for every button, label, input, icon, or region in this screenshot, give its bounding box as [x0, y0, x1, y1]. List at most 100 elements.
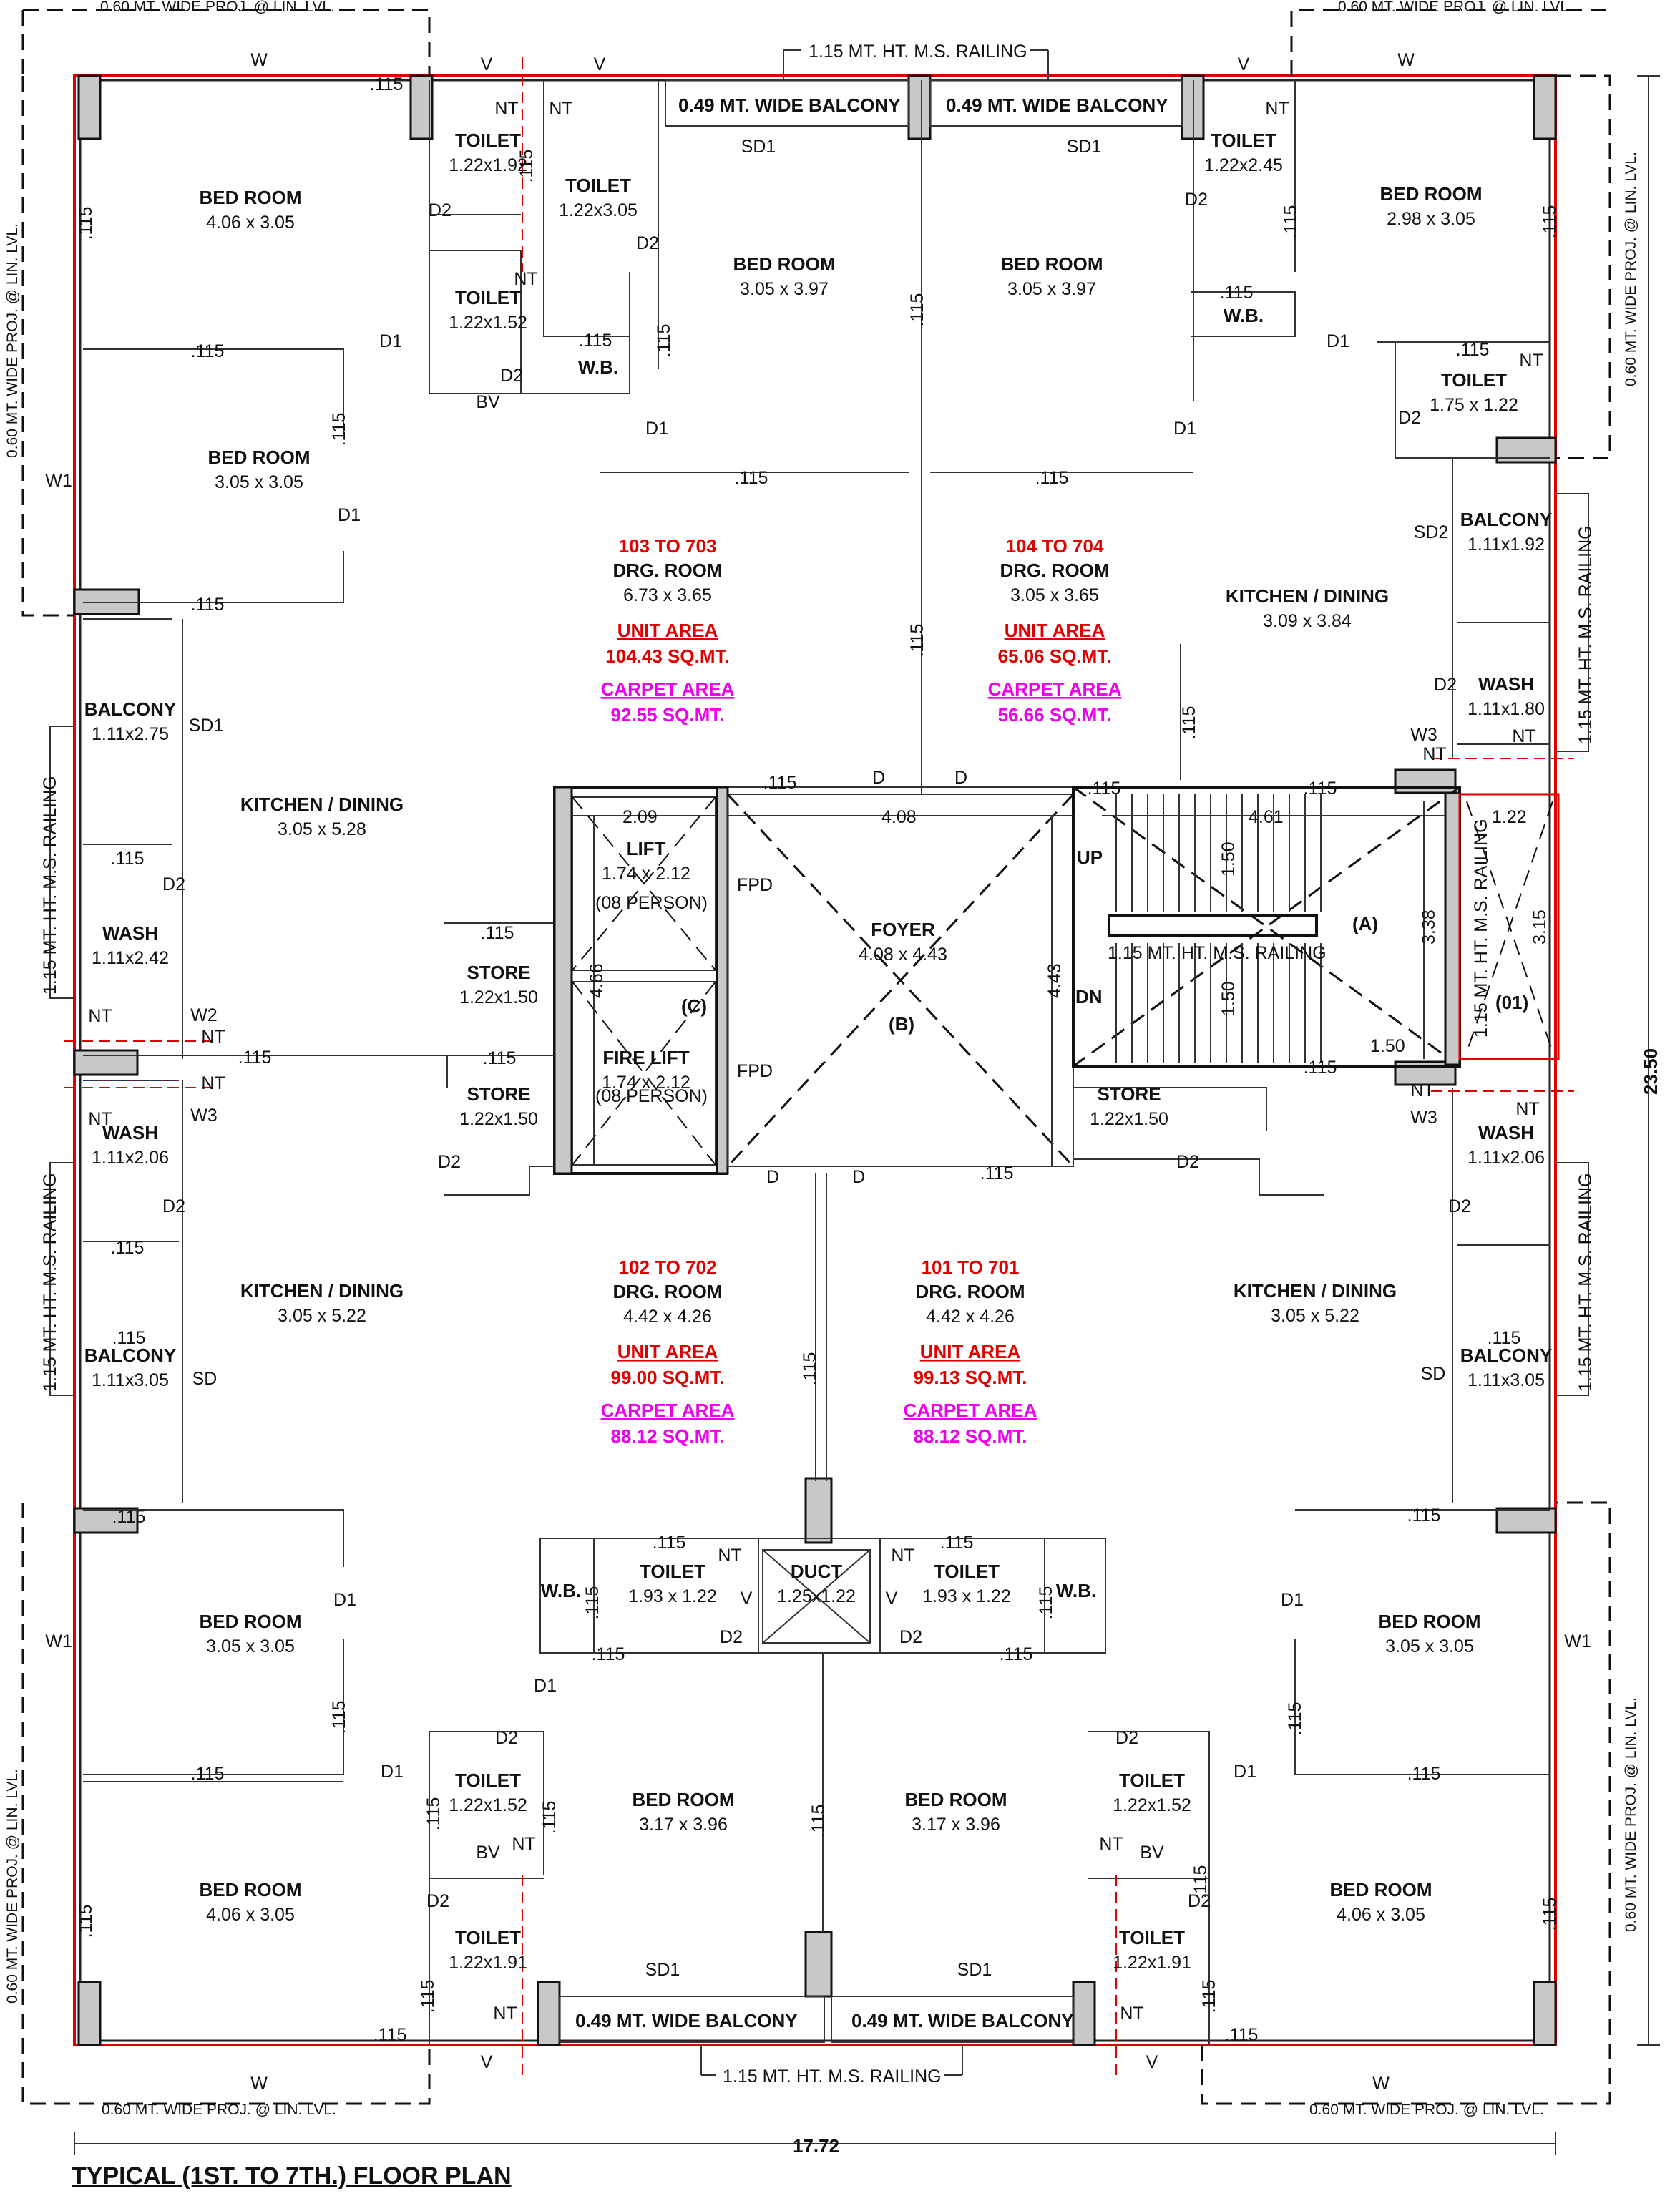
stair-dn: DN — [1075, 986, 1103, 1007]
tag-wall-vertical: .115 — [418, 1980, 438, 2014]
tag-wall-vertical: .115 — [809, 1805, 829, 1838]
tag-wall: .115 — [1407, 1764, 1441, 1784]
tag-w3: W3 — [190, 1106, 218, 1126]
tag-v: V — [1146, 2052, 1158, 2072]
tag-d2: D2 — [636, 233, 659, 253]
railing-left-2: 1.15 MT. HT. M.S. RAILING — [40, 1173, 60, 1392]
room-name: TOILET — [455, 1770, 521, 1791]
tag-wall: .115 — [481, 923, 514, 943]
tag-a: (A) — [1352, 913, 1378, 934]
tag-wall: .115 — [1407, 1505, 1441, 1526]
room-name: W.B. — [541, 1580, 581, 1601]
room-name: W.B. — [1056, 1580, 1096, 1601]
proj-note-bottom-left: 0.60 MT. WIDE PROJ. @ LIN. LVL. — [102, 2102, 336, 2118]
room-name: STORE — [467, 962, 530, 983]
tag-wall-vertical: .115 — [654, 324, 674, 358]
tag-d2: D2 — [1115, 1728, 1138, 1748]
tag-wall-vertical: .115 — [539, 1801, 560, 1835]
room-name: BALCONY — [1460, 509, 1553, 530]
balcony-049-top-left: 0.49 MT. WIDE BALCONY — [678, 94, 901, 116]
room-size: 3.05 x 3.97 — [740, 279, 829, 299]
tag-w3: W3 — [1410, 725, 1437, 745]
tag-d: D — [872, 768, 885, 788]
tag-nt: NT — [201, 1027, 225, 1047]
tag-wall: .115 — [980, 1163, 1014, 1184]
tag-wall-vertical: .115 — [76, 207, 96, 240]
tag-nt: NT — [891, 1546, 914, 1566]
dim-foyer-w: 4.08 — [881, 807, 917, 827]
dim-flight-1: 1.50 — [1219, 841, 1239, 877]
unit-area-label: UNIT AREA — [1005, 620, 1105, 641]
tag-v: V — [481, 2052, 493, 2072]
room-size: 1.22x1.52 — [1113, 1795, 1191, 1815]
tag-w1: W1 — [1564, 1631, 1591, 1651]
dim-lift-w: 2.09 — [622, 807, 658, 827]
tag-wall-vertical: .115 — [329, 1701, 349, 1734]
tag-sd: SD — [192, 1369, 218, 1389]
unit-area-value: 104.43 SQ.MT. — [605, 645, 729, 667]
room-size: 1.25x1.22 — [777, 1586, 856, 1606]
tag-d2: D2 — [438, 1152, 461, 1172]
tag-d2: D2 — [162, 1196, 185, 1216]
tag-wall: .115 — [1220, 283, 1254, 303]
room-size: 1.75 x 1.22 — [1430, 395, 1518, 415]
tag-wall: .115 — [1000, 1644, 1033, 1664]
room-name: BALCONY — [84, 698, 177, 720]
dim-void-h: 3.15 — [1530, 909, 1550, 945]
tag-wall: .115 — [1488, 1328, 1521, 1348]
void-railing: 1.15 MT. HT. M.S. RAILING — [1471, 819, 1491, 1038]
tag-nt: NT — [514, 269, 537, 289]
tag-nt: NT — [1422, 744, 1446, 764]
dim-lift-h: 4.66 — [587, 963, 607, 998]
tag-wall: .115 — [191, 1764, 225, 1784]
room-size: 1.22x1.52 — [449, 313, 527, 333]
tag-d1: D1 — [1281, 1590, 1304, 1610]
room-size: 1.22x1.50 — [459, 1109, 538, 1129]
tag-d1: D1 — [379, 331, 402, 351]
service-lines — [64, 57, 1574, 2075]
tag-d2: D2 — [429, 200, 451, 220]
balcony-049-top-right: 0.49 MT. WIDE BALCONY — [946, 94, 1168, 116]
tag-sd1: SD1 — [1067, 137, 1102, 157]
dim-foyer-h: 4.43 — [1045, 963, 1065, 998]
room-size: 3.05 x 3.05 — [1385, 1636, 1474, 1656]
unit-area-label: UNIT AREA — [920, 1341, 1021, 1362]
room-name: WASH — [102, 922, 158, 944]
carpet-area-label: CARPET AREA — [988, 678, 1122, 700]
room-size: 3.17 x 3.96 — [912, 1815, 1000, 1835]
drg-room-name: DRG. ROOM — [612, 1281, 722, 1302]
balcony-049-bottom-right: 0.49 MT. WIDE BALCONY — [851, 2010, 1074, 2031]
tag-wall-vertical: .115 — [1281, 205, 1301, 239]
room-size: 3.05 x 3.05 — [206, 1636, 295, 1656]
void-01 — [1458, 793, 1560, 1060]
tag-bv: BV — [1140, 1843, 1164, 1863]
tag-b: (B) — [889, 1013, 914, 1035]
room-name: TOILET — [455, 130, 521, 151]
tag-wall-vertical: .115 — [907, 293, 927, 327]
tag-wall: .115 — [1304, 1058, 1337, 1078]
tag-nt: NT — [88, 1006, 112, 1026]
tag-d1: D1 — [1173, 419, 1196, 439]
stair-railing: 1.15 MT. HT. M.S. RAILING — [1108, 943, 1327, 963]
annotation-notes: 0.60 MT. WIDE PROJ. @ LIN. LVL. 0.60 MT.… — [4, 0, 1639, 2118]
fpd-lower: FPD — [737, 1061, 773, 1081]
tag-nt: NT — [1410, 1080, 1434, 1100]
tag-wall: .115 — [483, 1048, 517, 1068]
unit-area-label: UNIT AREA — [617, 1341, 718, 1362]
tag-wall: .115 — [370, 74, 404, 94]
tag-sd1: SD1 — [741, 137, 776, 157]
room-size: 3.09 x 3.84 — [1263, 611, 1352, 631]
tag-wall-vertical: .115 — [800, 1352, 820, 1386]
room-size: 1.11x2.75 — [92, 724, 169, 744]
tag-01: (01) — [1495, 992, 1528, 1013]
room-size: 1.93 x 1.22 — [922, 1586, 1011, 1606]
room-size: 1.22x1.52 — [449, 1795, 527, 1815]
tag-d2: D2 — [500, 366, 523, 386]
proj-note-top-left: 0.60 MT. WIDE PROJ. @ LIN. LVL. — [100, 0, 335, 15]
drg-room-size: 4.42 x 4.26 — [623, 1307, 712, 1327]
proj-note-top-right: 0.60 MT. WIDE PROJ. @ LIN. LVL. — [1338, 0, 1573, 15]
tag-wall-vertical: .115 — [1179, 706, 1199, 740]
room-name: BED ROOM — [1379, 1611, 1481, 1632]
tag-v: V — [741, 1588, 753, 1609]
tag-wall: .115 — [940, 1533, 974, 1553]
